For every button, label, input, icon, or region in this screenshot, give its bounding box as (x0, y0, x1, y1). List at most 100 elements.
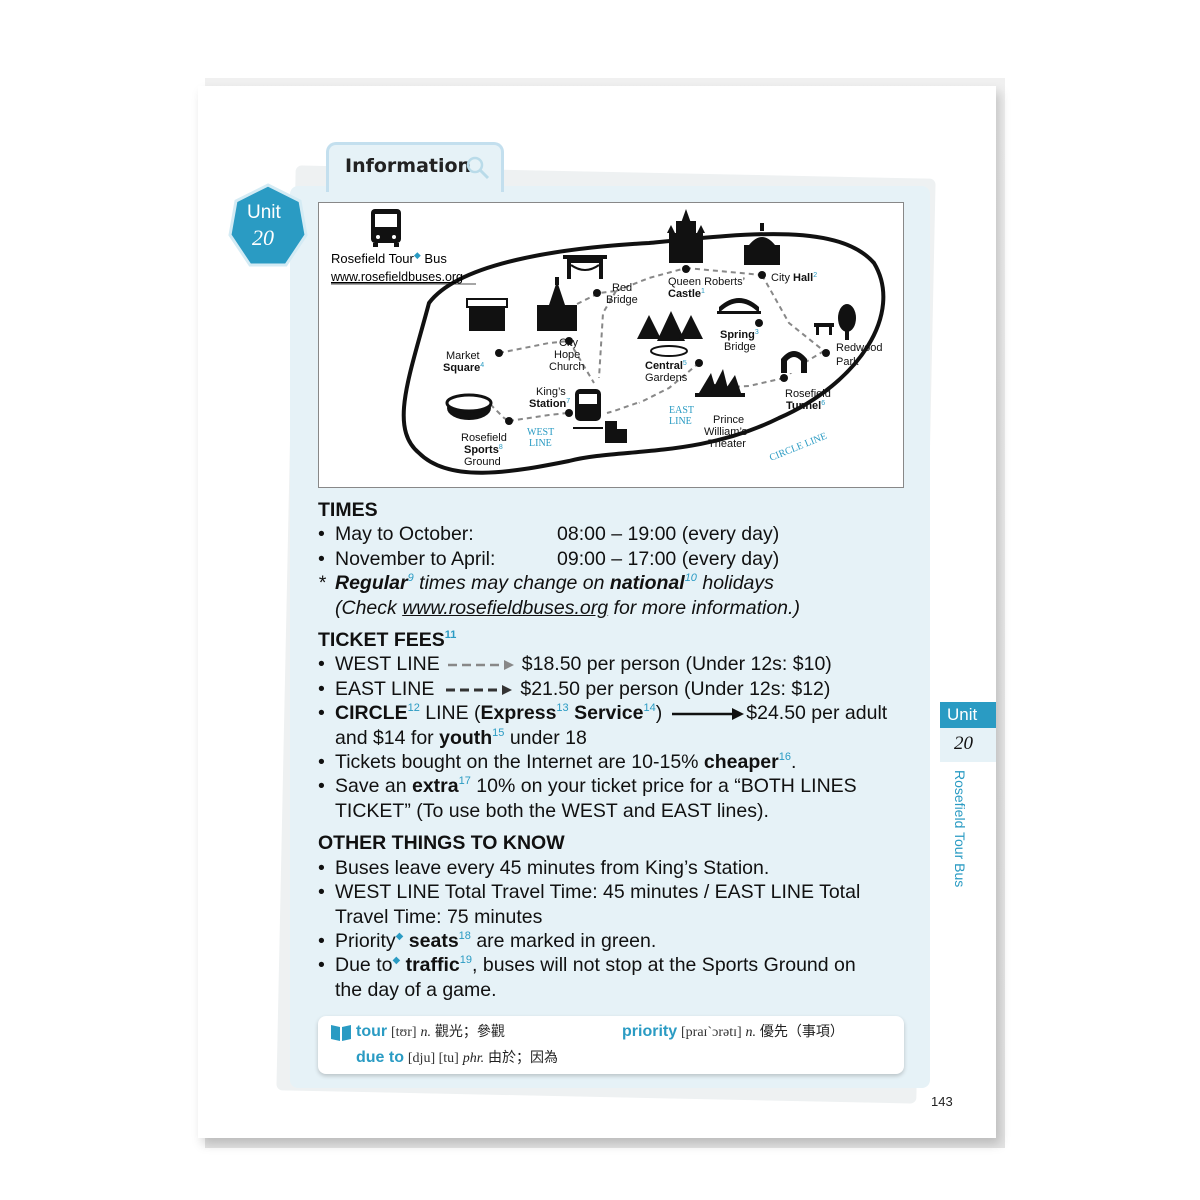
stop-redwood-park (822, 349, 830, 357)
dashed-arrow-icon (446, 684, 513, 695)
side-chapter-title: Rosefield Tour Bus (952, 770, 968, 888)
opera-house-icon (695, 369, 745, 397)
information-tab: Information (326, 142, 504, 192)
times-note-2: (Check www.rosefieldbuses.org for more i… (335, 596, 800, 619)
vocab-item: due to [dju] [tu] phr. 由於；因為 (356, 1049, 559, 1066)
svg-text:Spring3: Spring3 (720, 329, 759, 341)
fee-circle-line: •CIRCLE12 LINE (Express13 Service14)$24.… (318, 702, 888, 725)
stop-sports-ground (505, 417, 513, 425)
fee-both-lines: •Save an extra17 10% on your ticket pric… (318, 775, 857, 798)
stop-red-bridge (593, 289, 601, 297)
bridge-icon (563, 255, 607, 279)
tunnel-icon (781, 351, 807, 373)
bus-icon (371, 209, 401, 247)
svg-text:Prince: Prince (713, 414, 744, 426)
solid-arrow-icon (672, 708, 745, 721)
unit-badge-number: 20 (252, 225, 274, 250)
side-unit-tab: Unit 20 (940, 702, 996, 762)
svg-text:Central5: Central5 (645, 360, 687, 372)
train-icon (573, 389, 603, 429)
market-icon (466, 298, 508, 331)
church-icon (537, 277, 577, 331)
times-heading: TIMES (318, 499, 378, 521)
park-tree-icon (814, 304, 856, 340)
times-row: •November to April:09:00 – 17:00 (every … (318, 547, 780, 570)
unit-badge-word: Unit (247, 202, 281, 223)
castle-icon (667, 209, 705, 263)
stop-city-hall (758, 271, 766, 279)
svg-text:Rosefield: Rosefield (461, 432, 507, 444)
svg-text:CIRCLE LINE: CIRCLE LINE (768, 431, 829, 464)
stop-spring-bridge (755, 319, 763, 327)
page-number: 143 (931, 1094, 953, 1109)
svg-text:Bridge: Bridge (606, 294, 638, 306)
stop-city-hope-church (565, 337, 573, 345)
svg-text:Ground: Ground (464, 456, 501, 468)
dashed-arrow-icon (447, 660, 514, 671)
stop-central-gardens (695, 359, 703, 367)
unit-badge-shape (228, 183, 308, 267)
spring-bridge-icon (717, 298, 761, 314)
stop-kings-station (565, 409, 573, 417)
stop-market-square (495, 349, 503, 357)
svg-text:Red: Red (612, 282, 632, 294)
other-item: •Due to◆ traffic19, buses will not stop … (318, 954, 856, 977)
times-row: •May to October:08:00 – 19:00 (every day… (318, 523, 780, 546)
information-label: Information (345, 155, 472, 177)
svg-text:Gardens: Gardens (645, 372, 688, 384)
fee-internet: •Tickets bought on the Internet are 10-1… (318, 751, 797, 774)
other-item-cont: the day of a game. (335, 978, 497, 1001)
stop-queen-castle (682, 265, 690, 273)
vocab-item: tour [tʊr] n. 觀光；參觀 (356, 1023, 505, 1040)
svg-text:Market: Market (446, 350, 480, 362)
svg-text:Rosefield: Rosefield (785, 388, 831, 400)
city-hall-icon (744, 223, 780, 265)
search-icon (466, 156, 490, 180)
svg-text:Redwood: Redwood (836, 342, 882, 354)
svg-text:Sports8: Sports8 (464, 444, 503, 456)
svg-text:Tunnel6: Tunnel6 (786, 400, 825, 412)
svg-text:Queen Roberts’: Queen Roberts’ (668, 276, 745, 288)
other-item-cont: Travel Time: 75 minutes (335, 905, 543, 928)
svg-text:EAST: EAST (669, 405, 694, 416)
svg-text:Station7: Station7 (529, 398, 570, 410)
other-item: •Priority◆ seats18 are marked in green. (318, 929, 657, 952)
website-link[interactable]: www.rosefieldbuses.org (402, 596, 609, 619)
content: TIMES •May to October:08:00 – 19:00 (eve… (318, 498, 908, 1002)
svg-text:LINE: LINE (529, 438, 552, 449)
fee-east-line: •EAST LINE$21.50 per person (Under 12s: … (318, 677, 831, 700)
map-url: www.rosefieldbuses.org (330, 270, 463, 284)
svg-text:City Hall2: City Hall2 (771, 272, 817, 284)
svg-text:Hope: Hope (554, 349, 580, 361)
svg-text:Church: Church (549, 361, 584, 373)
svg-text:King’s: King’s (536, 386, 566, 398)
other-item: •WEST LINE Total Travel Time: 45 minutes… (318, 881, 861, 904)
svg-text:Theater: Theater (708, 438, 746, 450)
svg-text:Castle1: Castle1 (668, 288, 705, 300)
other-heading: OTHER THINGS TO KNOW (318, 832, 565, 855)
svg-text:William’s: William’s (704, 426, 748, 438)
svg-text:Bridge: Bridge (724, 341, 756, 353)
ticket-booth-icon (605, 421, 627, 443)
fee-both-lines-2: TICKET” (To use both the WEST and EAST l… (335, 799, 769, 822)
svg-text:Park: Park (836, 356, 859, 368)
stadium-icon (445, 393, 493, 420)
svg-text:City: City (559, 337, 578, 349)
ticket-fees-heading: TICKET FEES11 (318, 629, 457, 652)
other-item: •Buses leave every 45 minutes from King’… (318, 856, 770, 879)
trees-icon (637, 311, 703, 357)
unit-badge: Unit 20 (228, 183, 308, 269)
route-map: Rosefield Tour◆ Bus www.rosefieldbuses.o… (318, 202, 904, 488)
book-icon (331, 1025, 351, 1041)
svg-text:LINE: LINE (669, 416, 692, 427)
fee-circle-line-2: and $14 for youth15 under 18 (335, 726, 587, 749)
fee-west-line: •WEST LINE$18.50 per person (Under 12s: … (318, 653, 832, 676)
svg-text:WEST: WEST (527, 427, 554, 438)
times-note: *Regular9 times may change on national10… (318, 572, 774, 595)
vocab-item: priority [praɪˋɔrətɪ] n. 優先（事項） (622, 1023, 844, 1040)
map-title: Rosefield Tour◆ Bus (331, 250, 447, 266)
circle-line-route (401, 232, 886, 475)
svg-text:Square4: Square4 (443, 362, 484, 374)
vocabulary-box: tour [tʊr] n. 觀光；參觀 priority [praɪˋɔrətɪ… (318, 1016, 904, 1074)
stop-tunnel (780, 374, 788, 382)
